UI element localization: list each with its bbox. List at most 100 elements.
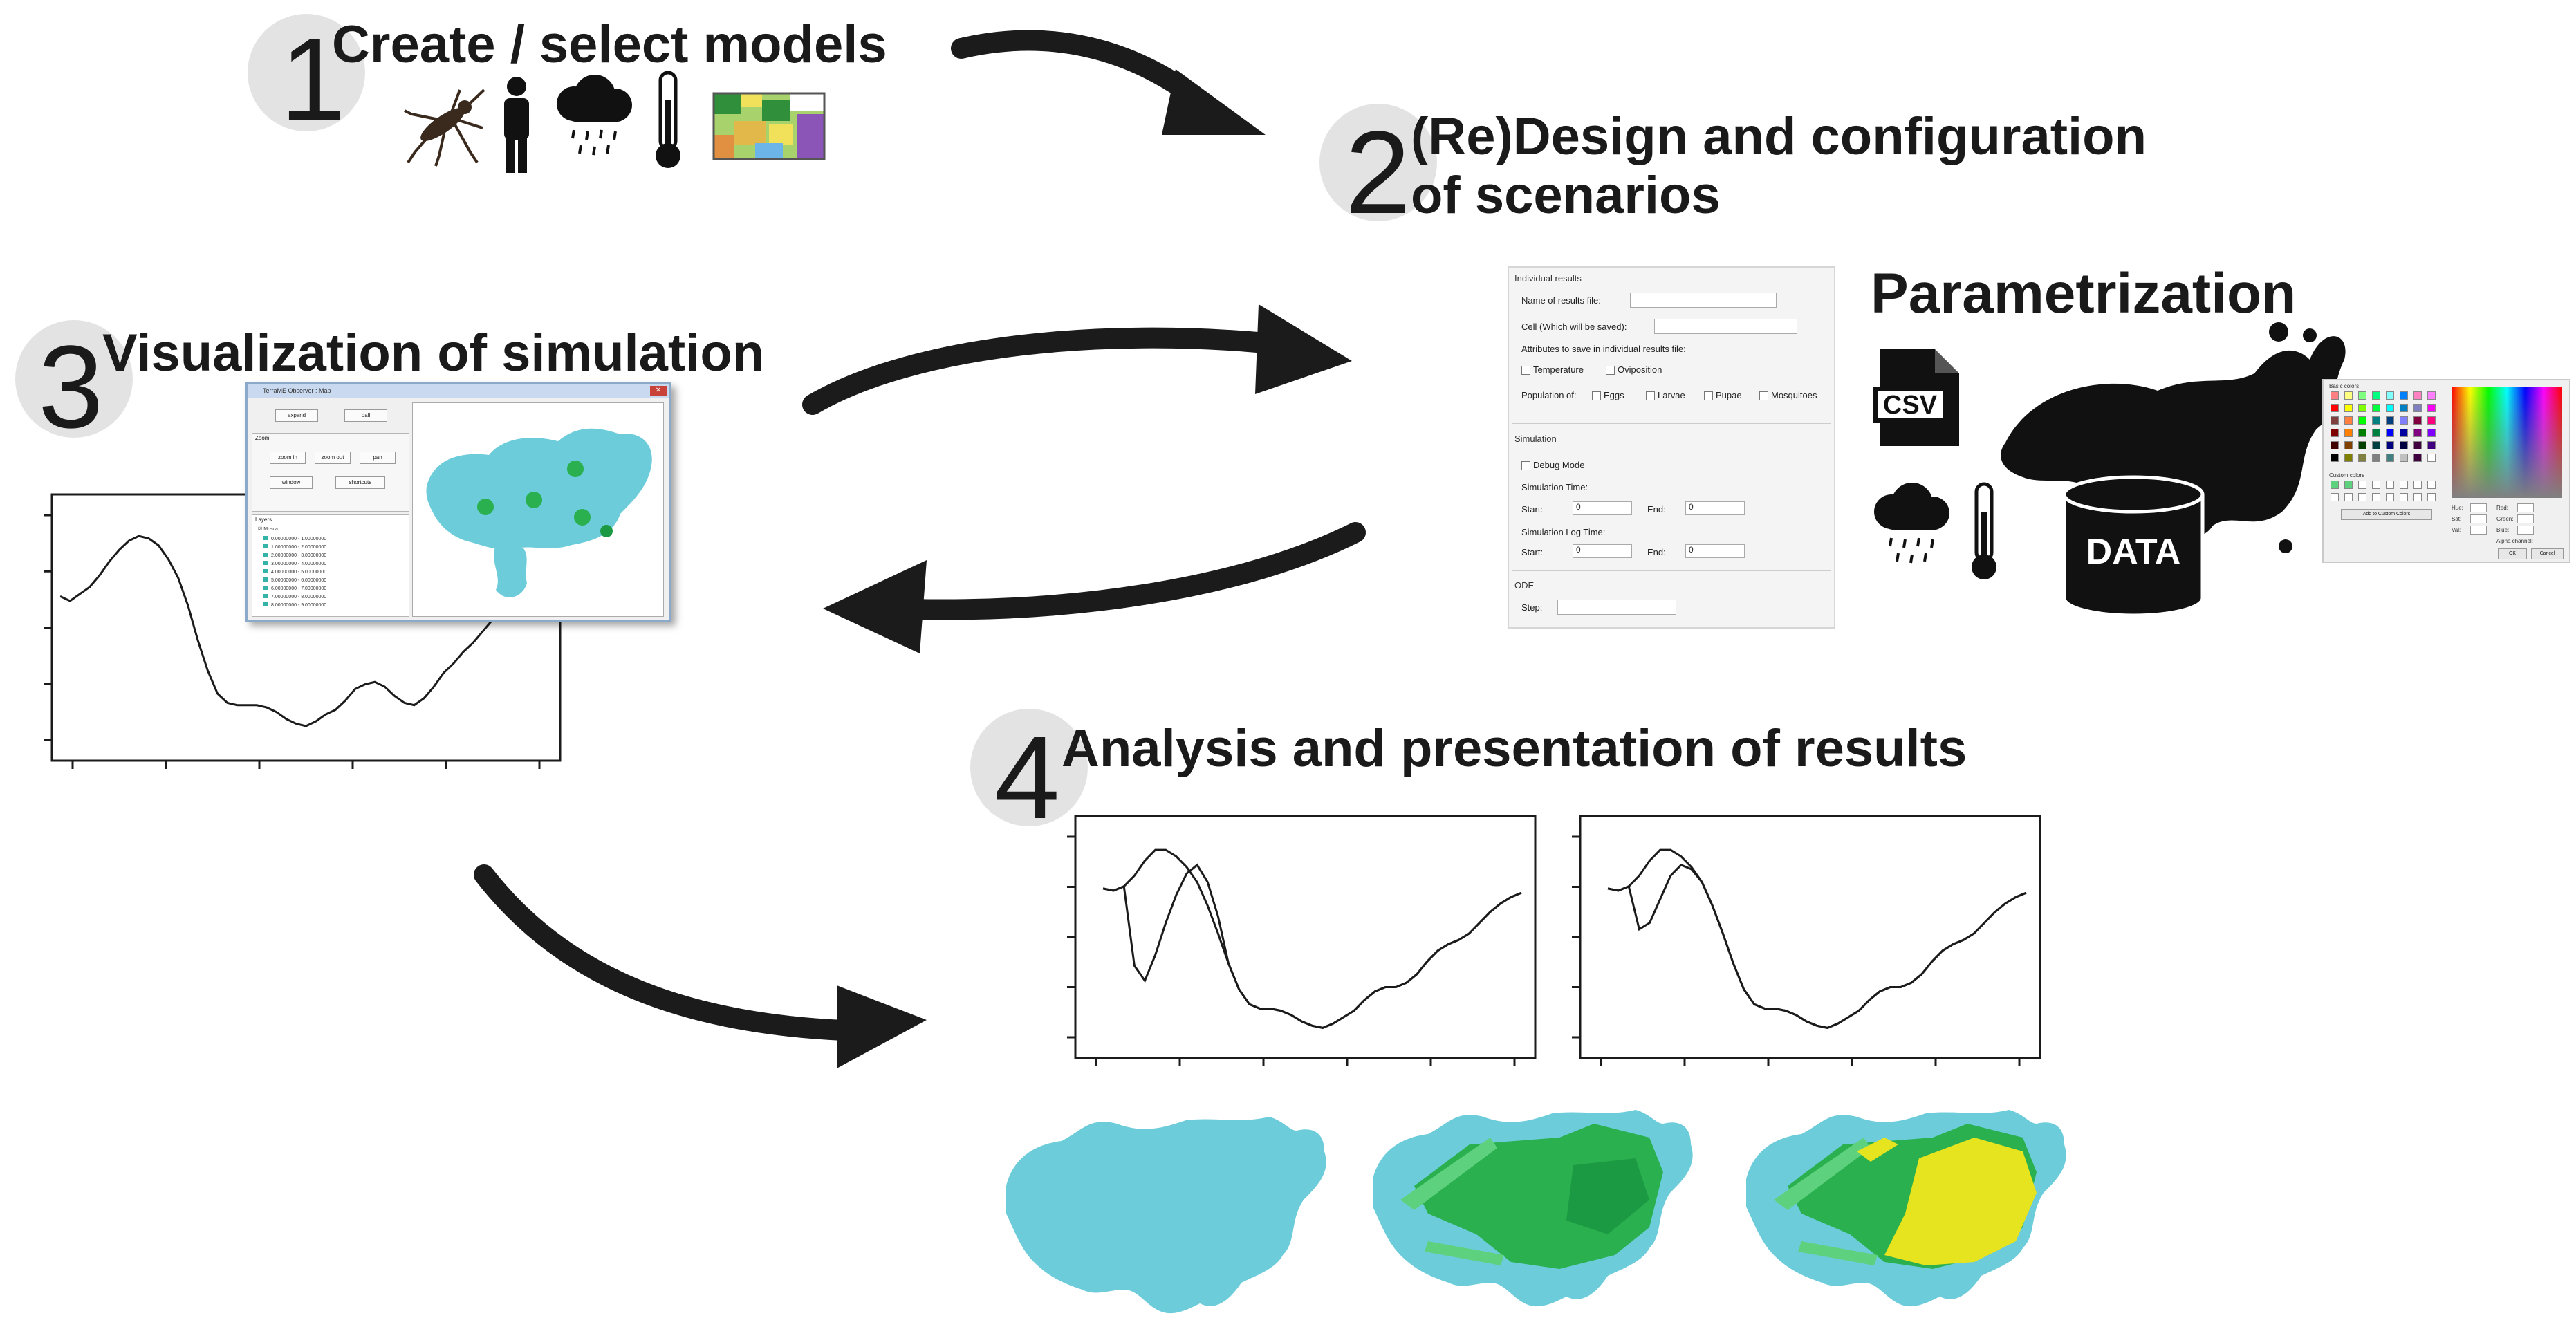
color-swatch[interactable] (2344, 429, 2353, 437)
sim-log-start-input[interactable]: 0 (1573, 544, 1632, 558)
color-swatch[interactable] (2386, 429, 2394, 437)
custom-color-swatch[interactable] (2372, 481, 2380, 489)
color-swatch[interactable] (2427, 429, 2436, 437)
color-swatch[interactable] (2331, 454, 2339, 462)
pop-mosquitoes-option[interactable]: Mosquitoes (1759, 390, 1817, 401)
attr-oviposition-checkbox[interactable] (1606, 366, 1615, 375)
custom-color-swatch[interactable] (2400, 493, 2408, 501)
color-swatch[interactable] (2413, 416, 2422, 425)
color-swatch[interactable] (2344, 391, 2353, 400)
attr-temperature-checkbox[interactable] (1521, 366, 1530, 375)
color-swatch[interactable] (2427, 454, 2436, 462)
blue-input[interactable] (2517, 526, 2534, 535)
step-input[interactable] (1557, 600, 1676, 615)
color-swatch[interactable] (2372, 416, 2380, 425)
custom-color-swatch[interactable] (2427, 493, 2436, 501)
zoom-in-button[interactable]: zoom in (270, 452, 306, 464)
color-swatch[interactable] (2413, 454, 2422, 462)
val-input[interactable] (2470, 526, 2487, 535)
color-swatch[interactable] (2413, 404, 2422, 412)
debug-mode-option[interactable]: Debug Mode (1521, 460, 1584, 471)
color-swatch[interactable] (2372, 404, 2380, 412)
color-swatch[interactable] (2400, 441, 2408, 449)
legend-root[interactable]: ☑ Mosca (258, 527, 278, 532)
custom-color-swatch[interactable] (2344, 481, 2353, 489)
color-swatch[interactable] (2372, 441, 2380, 449)
color-swatch[interactable] (2372, 454, 2380, 462)
shortcuts-button[interactable]: shortcuts (335, 476, 385, 489)
color-swatch[interactable] (2427, 391, 2436, 400)
custom-color-swatch[interactable] (2400, 481, 2408, 489)
color-swatch[interactable] (2386, 391, 2394, 400)
pop-pupae-checkbox[interactable] (1704, 391, 1713, 401)
custom-color-swatch[interactable] (2372, 493, 2380, 501)
color-swatch[interactable] (2344, 404, 2353, 412)
pop-eggs-option[interactable]: Eggs (1592, 390, 1624, 401)
custom-color-swatch[interactable] (2427, 481, 2436, 489)
color-swatch[interactable] (2331, 404, 2339, 412)
color-swatch[interactable] (2358, 391, 2366, 400)
cancel-button[interactable]: Cancel (2531, 548, 2564, 559)
color-swatch[interactable] (2331, 391, 2339, 400)
custom-color-swatch[interactable] (2386, 493, 2394, 501)
sat-input[interactable] (2470, 514, 2487, 523)
color-swatch[interactable] (2358, 454, 2366, 462)
color-swatch[interactable] (2358, 441, 2366, 449)
color-swatch[interactable] (2358, 416, 2366, 425)
color-swatch[interactable] (2386, 404, 2394, 412)
hue-input[interactable] (2470, 503, 2487, 512)
pall-button[interactable]: pall (344, 409, 387, 422)
custom-color-swatch[interactable] (2331, 493, 2339, 501)
color-swatch[interactable] (2400, 391, 2408, 400)
color-swatch[interactable] (2427, 404, 2436, 412)
color-swatch[interactable] (2344, 454, 2353, 462)
custom-color-swatch[interactable] (2386, 481, 2394, 489)
attr-temperature-option[interactable]: Temperature (1521, 364, 1584, 375)
color-swatch[interactable] (2400, 429, 2408, 437)
custom-color-swatch[interactable] (2331, 481, 2339, 489)
color-swatch[interactable] (2344, 416, 2353, 425)
color-swatch[interactable] (2427, 441, 2436, 449)
window-button[interactable]: window (270, 476, 313, 489)
custom-color-swatch[interactable] (2344, 493, 2353, 501)
custom-color-swatch[interactable] (2358, 481, 2366, 489)
color-swatch[interactable] (2413, 429, 2422, 437)
sim-time-start-input[interactable]: 0 (1573, 501, 1632, 515)
ok-button[interactable]: OK (2498, 548, 2527, 559)
color-swatch[interactable] (2386, 441, 2394, 449)
color-spectrum[interactable] (2452, 387, 2562, 498)
sim-time-end-input[interactable]: 0 (1685, 501, 1745, 515)
green-input[interactable] (2517, 514, 2534, 523)
color-swatch[interactable] (2372, 429, 2380, 437)
color-swatch[interactable] (2427, 416, 2436, 425)
custom-color-swatch[interactable] (2413, 481, 2422, 489)
color-swatch[interactable] (2413, 391, 2422, 400)
custom-color-swatch[interactable] (2413, 493, 2422, 501)
sim-log-end-input[interactable]: 0 (1685, 544, 1745, 558)
color-swatch[interactable] (2331, 429, 2339, 437)
color-swatch[interactable] (2331, 441, 2339, 449)
add-custom-color-button[interactable]: Add to Custom Colors (2341, 509, 2432, 520)
color-swatch[interactable] (2400, 404, 2408, 412)
color-swatch[interactable] (2400, 416, 2408, 425)
cell-input[interactable] (1654, 319, 1797, 334)
simulation-map-view[interactable] (412, 402, 664, 617)
results-file-input[interactable] (1630, 293, 1777, 308)
color-swatch[interactable] (2413, 441, 2422, 449)
color-swatch[interactable] (2358, 429, 2366, 437)
pop-larvae-option[interactable]: Larvae (1646, 390, 1685, 401)
custom-color-swatch[interactable] (2358, 493, 2366, 501)
color-swatch[interactable] (2400, 454, 2408, 462)
zoom-out-button[interactable]: zoom out (315, 452, 351, 464)
pop-eggs-checkbox[interactable] (1592, 391, 1601, 401)
color-swatch[interactable] (2386, 454, 2394, 462)
color-swatch[interactable] (2372, 391, 2380, 400)
expand-button[interactable]: expand (275, 409, 318, 422)
pop-pupae-option[interactable]: Pupae (1704, 390, 1742, 401)
color-swatch[interactable] (2386, 416, 2394, 425)
close-icon[interactable]: ✕ (650, 386, 667, 396)
color-swatch[interactable] (2344, 441, 2353, 449)
color-swatch[interactable] (2331, 416, 2339, 425)
color-swatch[interactable] (2358, 404, 2366, 412)
attr-oviposition-option[interactable]: Oviposition (1606, 364, 1662, 375)
